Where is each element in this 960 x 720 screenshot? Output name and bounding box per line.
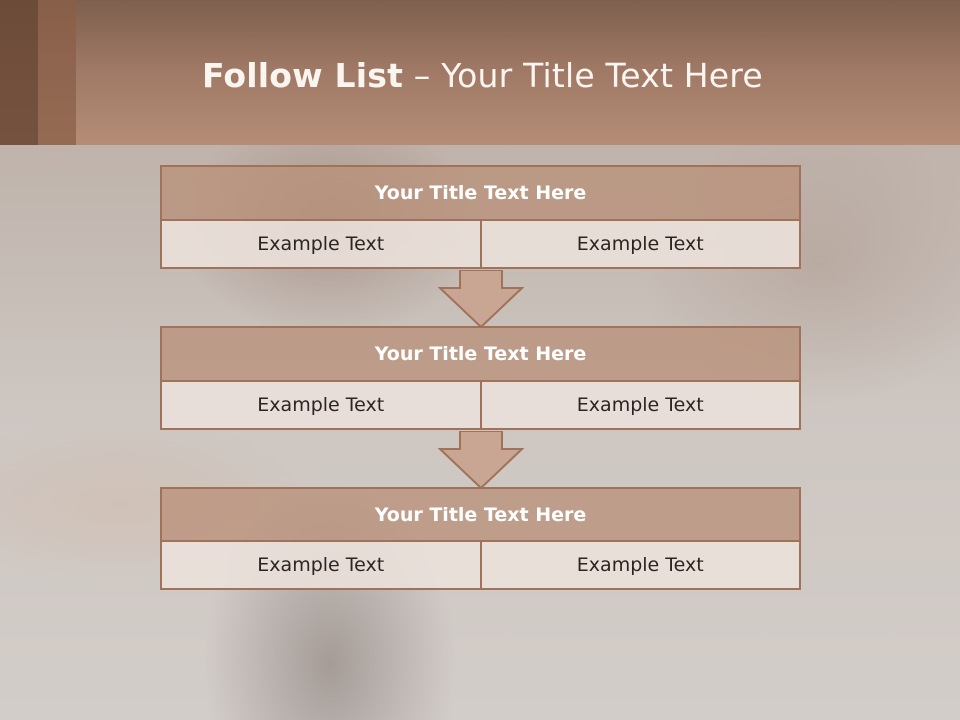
step-block-3: Your Title Text Here Example Text Exampl… (160, 487, 801, 590)
step-cell-left: Example Text (160, 219, 482, 269)
step-cell-right: Example Text (479, 219, 801, 269)
header-accent-strip (0, 0, 38, 145)
step-title: Your Title Text Here (160, 487, 801, 542)
step-block-2: Your Title Text Here Example Text Exampl… (160, 326, 801, 430)
step-title: Your Title Text Here (160, 326, 801, 382)
step-cell-left: Example Text (160, 380, 482, 430)
step-block-1: Your Title Text Here Example Text Exampl… (160, 165, 801, 269)
down-arrow-icon (438, 431, 524, 489)
slide-title-bold: Follow List (202, 56, 404, 95)
step-cell-right: Example Text (479, 380, 801, 430)
step-cell-left: Example Text (160, 540, 482, 590)
header-accent-strip (38, 0, 76, 145)
slide-title-rest: – Your Title Text Here (403, 56, 763, 95)
down-arrow-icon (438, 270, 524, 328)
step-title: Your Title Text Here (160, 165, 801, 221)
slide-title: Follow List – Your Title Text Here (202, 56, 763, 95)
header-band (0, 0, 960, 145)
step-cell-right: Example Text (479, 540, 801, 590)
